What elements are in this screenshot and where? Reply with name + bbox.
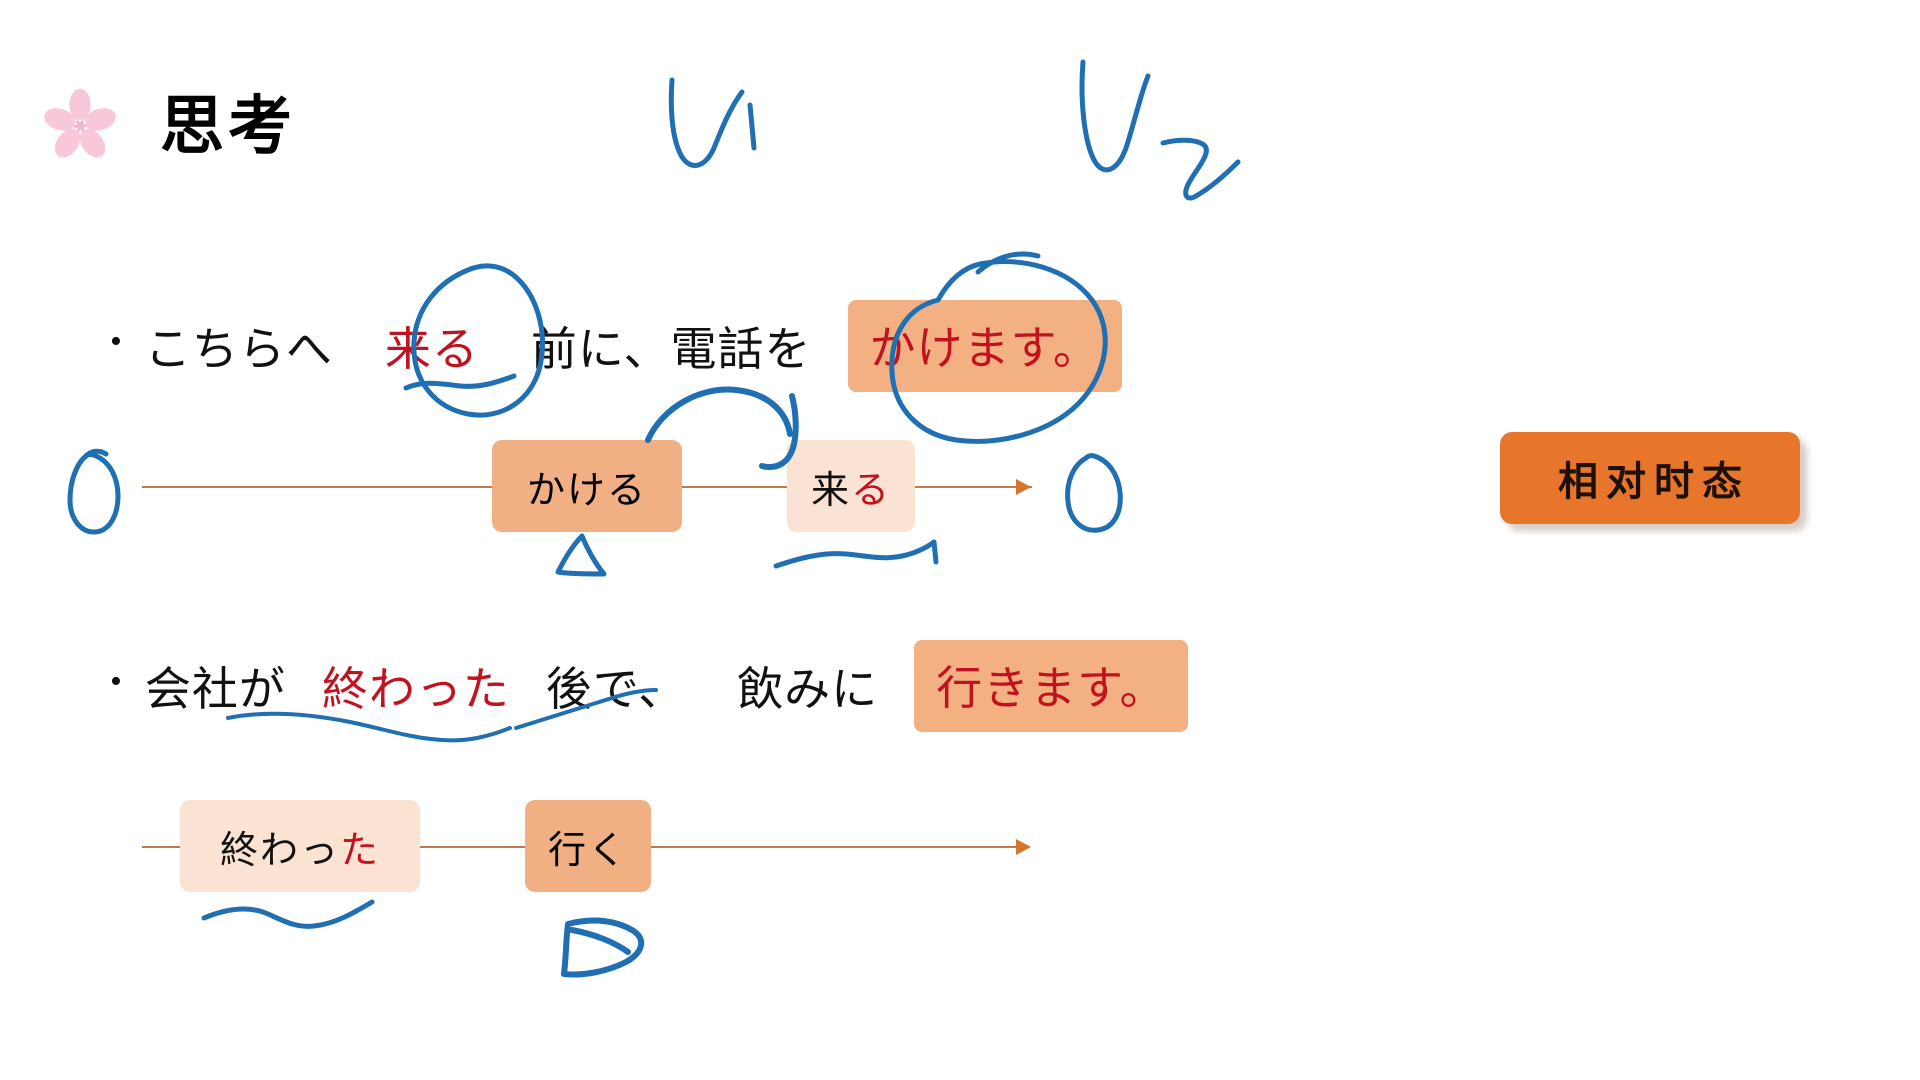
bullet-marker-2: •: [110, 663, 123, 700]
sentence-2-segment-1: 会社が: [144, 664, 286, 715]
timeline-one-box-kuru-head: 来: [810, 469, 851, 512]
sentence-2-segment-2: 終わった: [321, 664, 510, 715]
handwritten-i-one-icon: [668, 77, 757, 168]
sentence-row-1: • こちらへ 来る 前に、電話を かけます。: [110, 300, 1122, 392]
timeline-two-arrowhead: [1016, 839, 1031, 855]
bullet-marker-1: •: [110, 323, 123, 360]
page-title-text: 思考: [160, 90, 296, 162]
relative-tense-chip-label: 相对时态: [1558, 460, 1750, 504]
wavy-underline-kuru-box-icon: [773, 539, 939, 569]
sentence-2-segment-3: 後で、: [545, 664, 686, 715]
timeline-two-box-owatta: 終わった: [180, 800, 420, 892]
oval-timeline-end-icon: [1065, 453, 1123, 533]
sentence-2-segment-4: 飲みに: [737, 664, 879, 715]
sentence-2-highlight-ikimasu: 行きます。: [914, 640, 1189, 732]
sentence-1-highlight-kakemasu: かけます。: [847, 300, 1122, 392]
sentence-1-segment-2: 来る: [384, 324, 479, 375]
timeline-two-box-owatta-tail: た: [340, 829, 381, 872]
sentence-row-2: • 会社が 終わった 後で、 飲みに 行きます。: [110, 640, 1189, 732]
handwritten-i-two-icon: [1079, 59, 1241, 201]
timeline-two-box-iku: 行く: [525, 800, 651, 892]
wavy-underline-owatta-box-icon: [201, 899, 375, 929]
timeline-one-box-kakeru: かける: [492, 440, 682, 532]
timeline-one-box-kuru: 来る: [787, 440, 915, 532]
timeline-one-arrowhead: [1016, 479, 1031, 495]
timeline-one-box-kakeru-label: かける: [526, 469, 647, 512]
sentence-1-segment-1: こちらへ: [144, 324, 333, 375]
timeline-two-box-iku-label: 行く: [547, 829, 628, 872]
page-title: 思考: [42, 88, 296, 164]
triangle-mark-iku-icon: [561, 917, 644, 978]
oval-timeline-start-icon: [67, 448, 121, 535]
sakura-blossom-icon: [44, 88, 116, 158]
triangle-mark-kakeru-icon: [555, 533, 607, 577]
timeline-two-box-owatta-head: 終わっ: [219, 829, 340, 872]
relative-tense-chip[interactable]: 相对时态: [1500, 432, 1800, 524]
sentence-1-segment-3: 前に、電話を: [530, 324, 812, 375]
timeline-one-box-kuru-tail: る: [851, 469, 892, 512]
